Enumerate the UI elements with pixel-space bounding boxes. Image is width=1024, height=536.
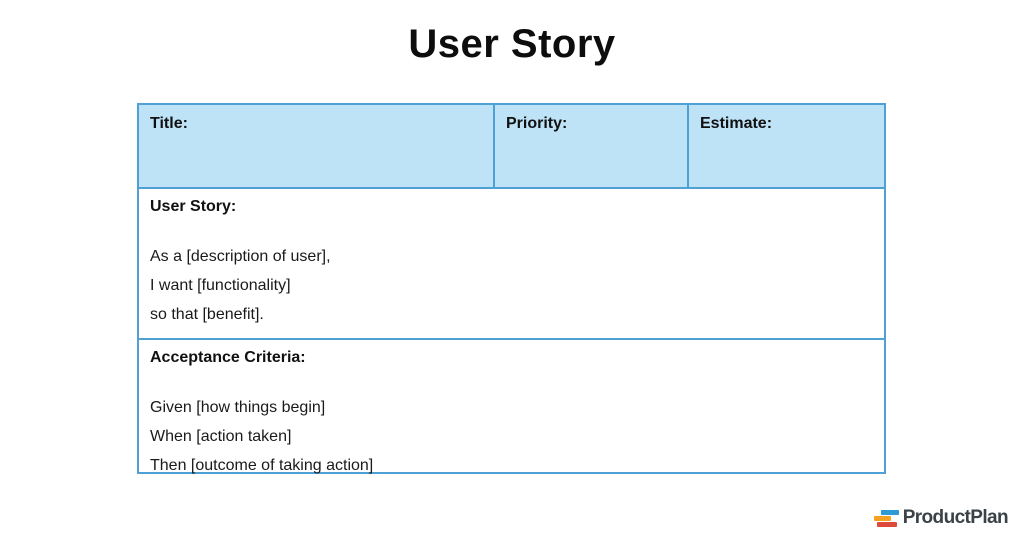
estimate-field-label: Estimate: [700,115,773,132]
user-story-line-i-want: I want [functionality] [150,277,291,294]
header-cell-title: Title: [139,105,495,187]
header-cell-priority: Priority: [495,105,689,187]
logo-bar-blue [880,509,899,515]
acceptance-criteria-section: Acceptance Criteria: Given [how things b… [139,340,884,489]
user-story-section: User Story: As a [description of user], … [139,189,884,340]
table-header-row: Title: Priority: Estimate: [139,105,884,189]
title-field-label: Title: [150,115,188,132]
user-story-line-so-that: so that [benefit]. [150,306,264,323]
productplan-logo-text: ProductPlan [902,507,1009,528]
productplan-logo: ProductPlan [873,507,1009,529]
user-story-line-as-a: As a [description of user], [150,248,331,265]
header-cell-estimate: Estimate: [689,105,884,187]
priority-field-label: Priority: [506,115,568,132]
productplan-roadmap-bars-icon [873,509,899,527]
page-title: User Story [408,22,616,66]
acceptance-line-given: Given [how things begin] [150,399,326,416]
user-story-heading: User Story: [150,198,237,215]
acceptance-line-when: When [action taken] [150,428,292,445]
acceptance-line-then: Then [outcome of taking action] [150,457,374,474]
logo-bar-orange [873,515,891,521]
logo-bar-red [876,521,897,527]
acceptance-criteria-heading: Acceptance Criteria: [150,349,306,366]
user-story-table: Title: Priority: Estimate: User Story: A… [137,103,886,474]
